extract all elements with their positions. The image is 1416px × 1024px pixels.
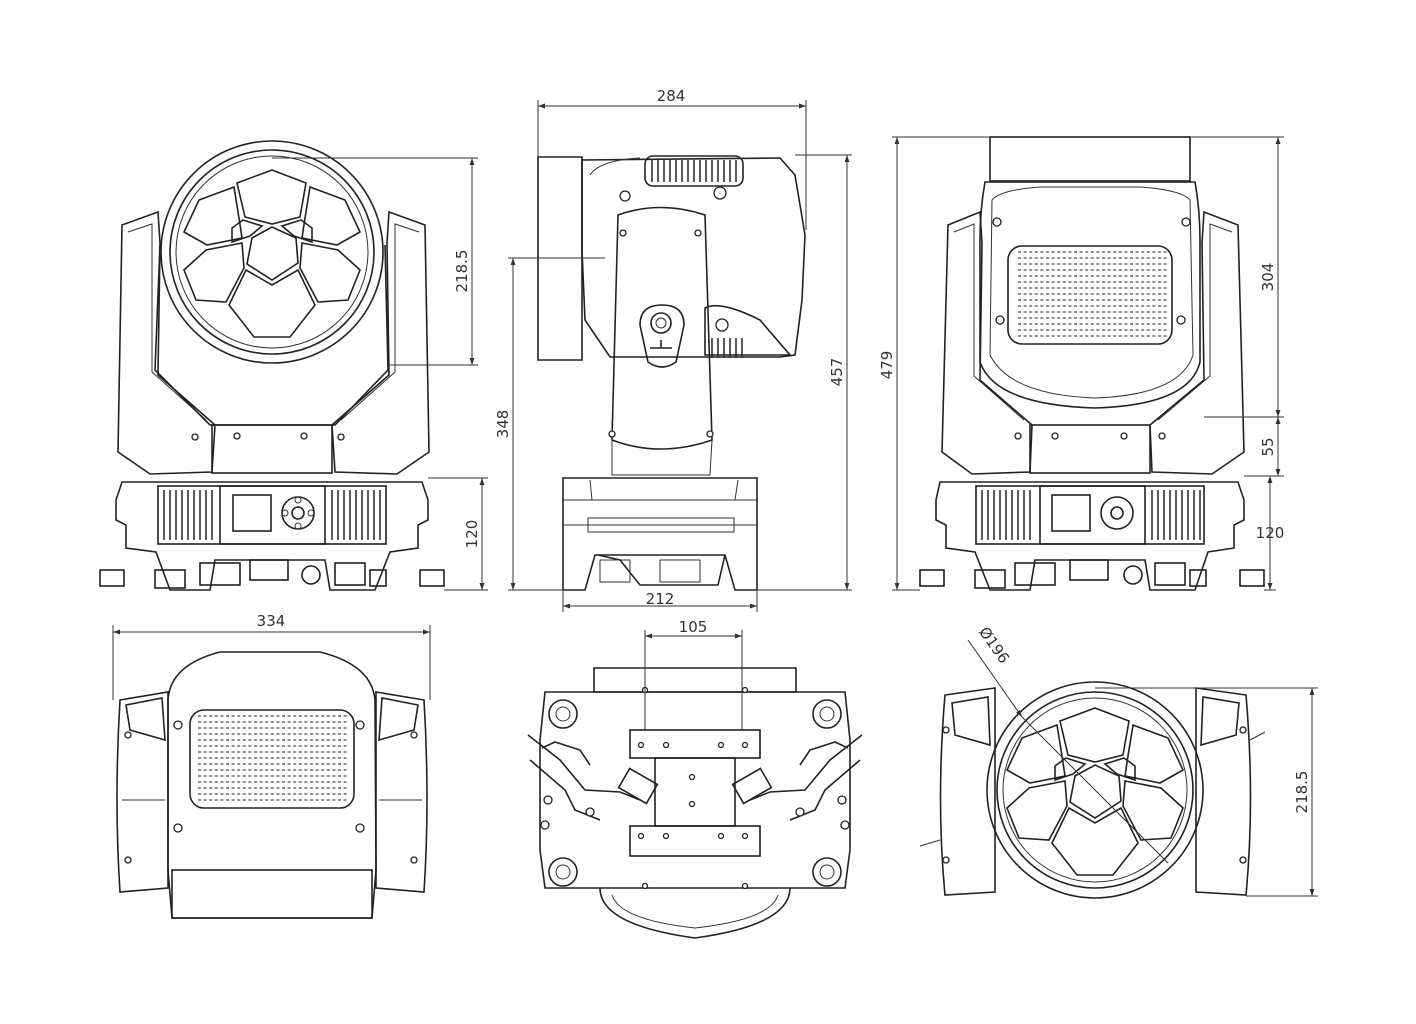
front-view: [99, 140, 445, 591]
side-view: [537, 155, 806, 591]
dim-212: 212: [646, 590, 675, 608]
side-vent-fins: [651, 160, 743, 358]
dimension-lines: [112, 100, 1318, 897]
lens-view: [919, 681, 1266, 899]
bottom-clamp-left: [527, 734, 659, 830]
dim-55: 55: [1259, 437, 1277, 456]
dim-457: 457: [828, 358, 846, 387]
back-base-fins: [981, 490, 1201, 540]
front-honeycomb: [182, 169, 362, 338]
lens-honeycomb: [1005, 707, 1185, 876]
dim-304: 304: [1259, 263, 1277, 292]
back-view: [919, 136, 1265, 591]
dim-120-front: 120: [463, 520, 481, 549]
back-grille: [1018, 251, 1168, 337]
dim-105: 105: [679, 618, 708, 636]
dim-284: 284: [657, 87, 686, 105]
top-grille: [198, 715, 348, 801]
dim-218-5-front: 218.5: [453, 250, 471, 293]
top-view: [116, 651, 428, 919]
dim-479: 479: [878, 351, 896, 380]
bottom-clamp-right: [731, 734, 863, 830]
front-base-fins: [163, 490, 381, 540]
dim-diameter-196: Ø196: [975, 623, 1013, 666]
dim-334: 334: [257, 612, 286, 630]
dim-120-back: 120: [1256, 524, 1285, 542]
dim-218-5-lens: 218.5: [1293, 771, 1311, 814]
bottom-view: [527, 667, 863, 939]
dim-348: 348: [494, 410, 512, 439]
